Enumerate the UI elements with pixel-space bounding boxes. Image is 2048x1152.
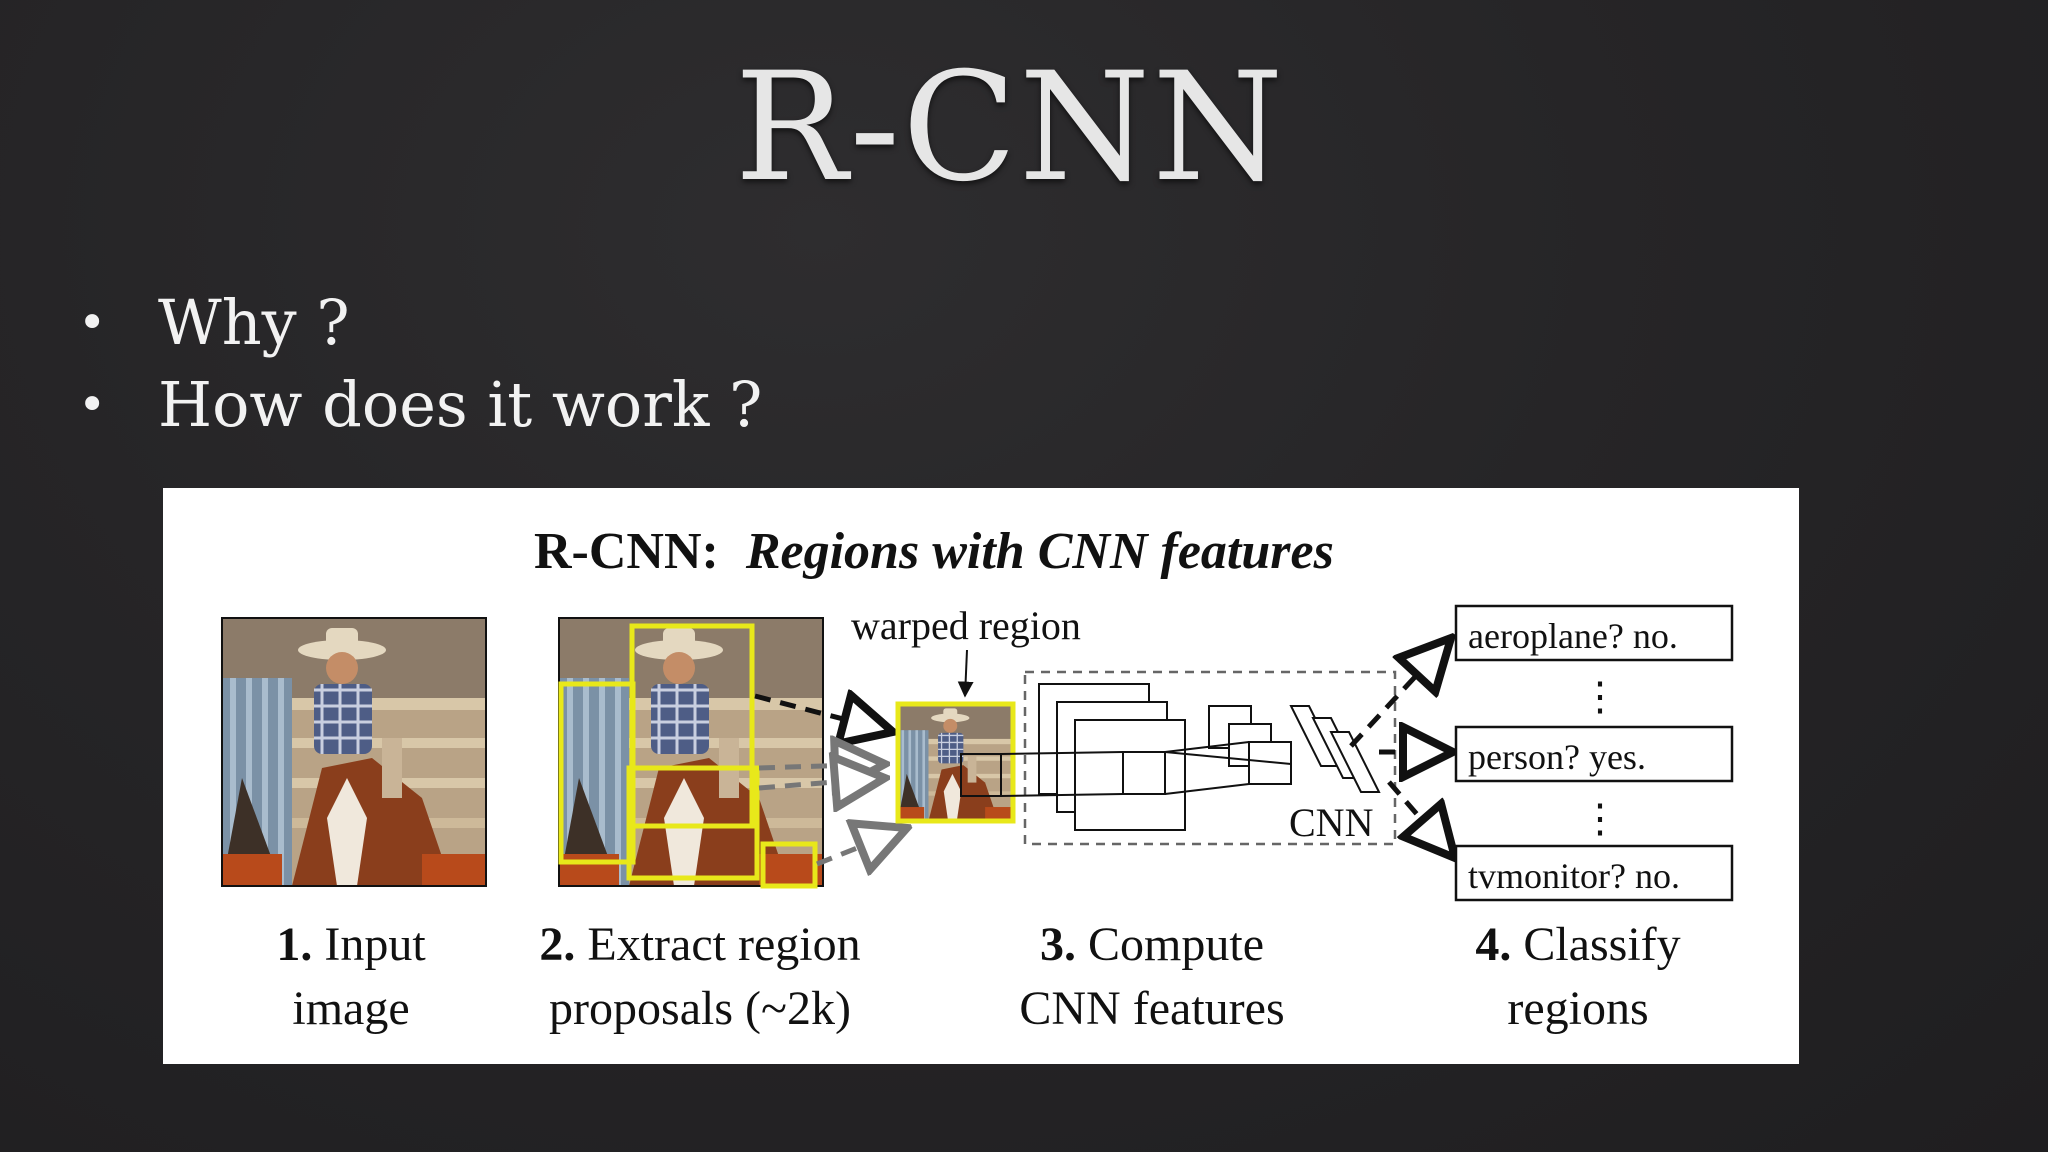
bullet-list: • Why ? • How does it work ? [78, 282, 762, 446]
step-1-line-2: image [292, 982, 409, 1035]
ellipsis-icon: ⋮ [1580, 796, 1620, 841]
bullet-item: • Why ? [78, 282, 762, 364]
rcnn-diagram: R-CNN: Regions with CNN features warped … [163, 488, 1799, 1064]
arrow-icon [1387, 780, 1455, 858]
figure-title: R-CNN: Regions with CNN features [534, 523, 1334, 580]
proposal-boxes [558, 623, 818, 889]
warped-region-image [895, 701, 1016, 824]
classification-label: aeroplane? no. [1468, 616, 1678, 656]
classification-box-aeroplane: aeroplane? no. [1454, 604, 1734, 662]
proposal-box [760, 841, 818, 889]
classify-arrows [1349, 638, 1455, 858]
bullet-text: Why ? [158, 286, 350, 359]
bullet-dot-icon: • [78, 295, 107, 351]
ellipsis-icon: ⋮ [1580, 674, 1620, 719]
bullet-item: • How does it work ? [78, 364, 762, 446]
classification-label: tvmonitor? no. [1468, 856, 1680, 896]
bullet-dot-icon: • [78, 377, 107, 433]
arrow-icon [1349, 638, 1451, 748]
input-image [221, 617, 487, 887]
step-4-line-1: 4. Classify [1475, 918, 1680, 971]
classification-box-tvmonitor: tvmonitor? no. [1454, 844, 1734, 902]
classification-label: person? yes. [1468, 737, 1646, 777]
warped-region-label: warped region [851, 603, 1081, 648]
proposal-arrows [754, 696, 907, 864]
step-3-line-2: CNN features [1019, 982, 1284, 1035]
bullet-text: How does it work ? [158, 368, 763, 441]
cnn-dashed-box [1023, 670, 1397, 846]
cnn-connection-lines [1000, 741, 1292, 797]
arrow-icon [758, 778, 885, 788]
step-1-line-1: 1. Input [276, 918, 426, 971]
classification-box-person: person? yes. [1454, 725, 1734, 783]
diagram-canvas: R-CNN: Regions with CNN features warped … [221, 523, 1734, 1035]
arrow-icon [754, 696, 893, 732]
slide-title: R-CNN [734, 41, 1286, 215]
figure-title-italic: Regions with CNN features [745, 523, 1334, 580]
step-2-line-1: 2. Extract region [539, 918, 860, 971]
proposal-box [558, 681, 636, 865]
step-4-line-2: regions [1507, 982, 1648, 1035]
figure-title-bold: R-CNN: [534, 523, 719, 580]
step-3-line-1: 3. Compute [1040, 918, 1264, 971]
cnn-label: CNN [1289, 800, 1373, 845]
proposal-box [626, 765, 760, 881]
arrow-down-icon [957, 649, 974, 698]
arrow-icon [816, 828, 907, 864]
step-captions: 1. Input image 2. Extract region proposa… [276, 918, 1680, 1035]
step-2-line-2: proposals (~2k) [549, 982, 851, 1035]
